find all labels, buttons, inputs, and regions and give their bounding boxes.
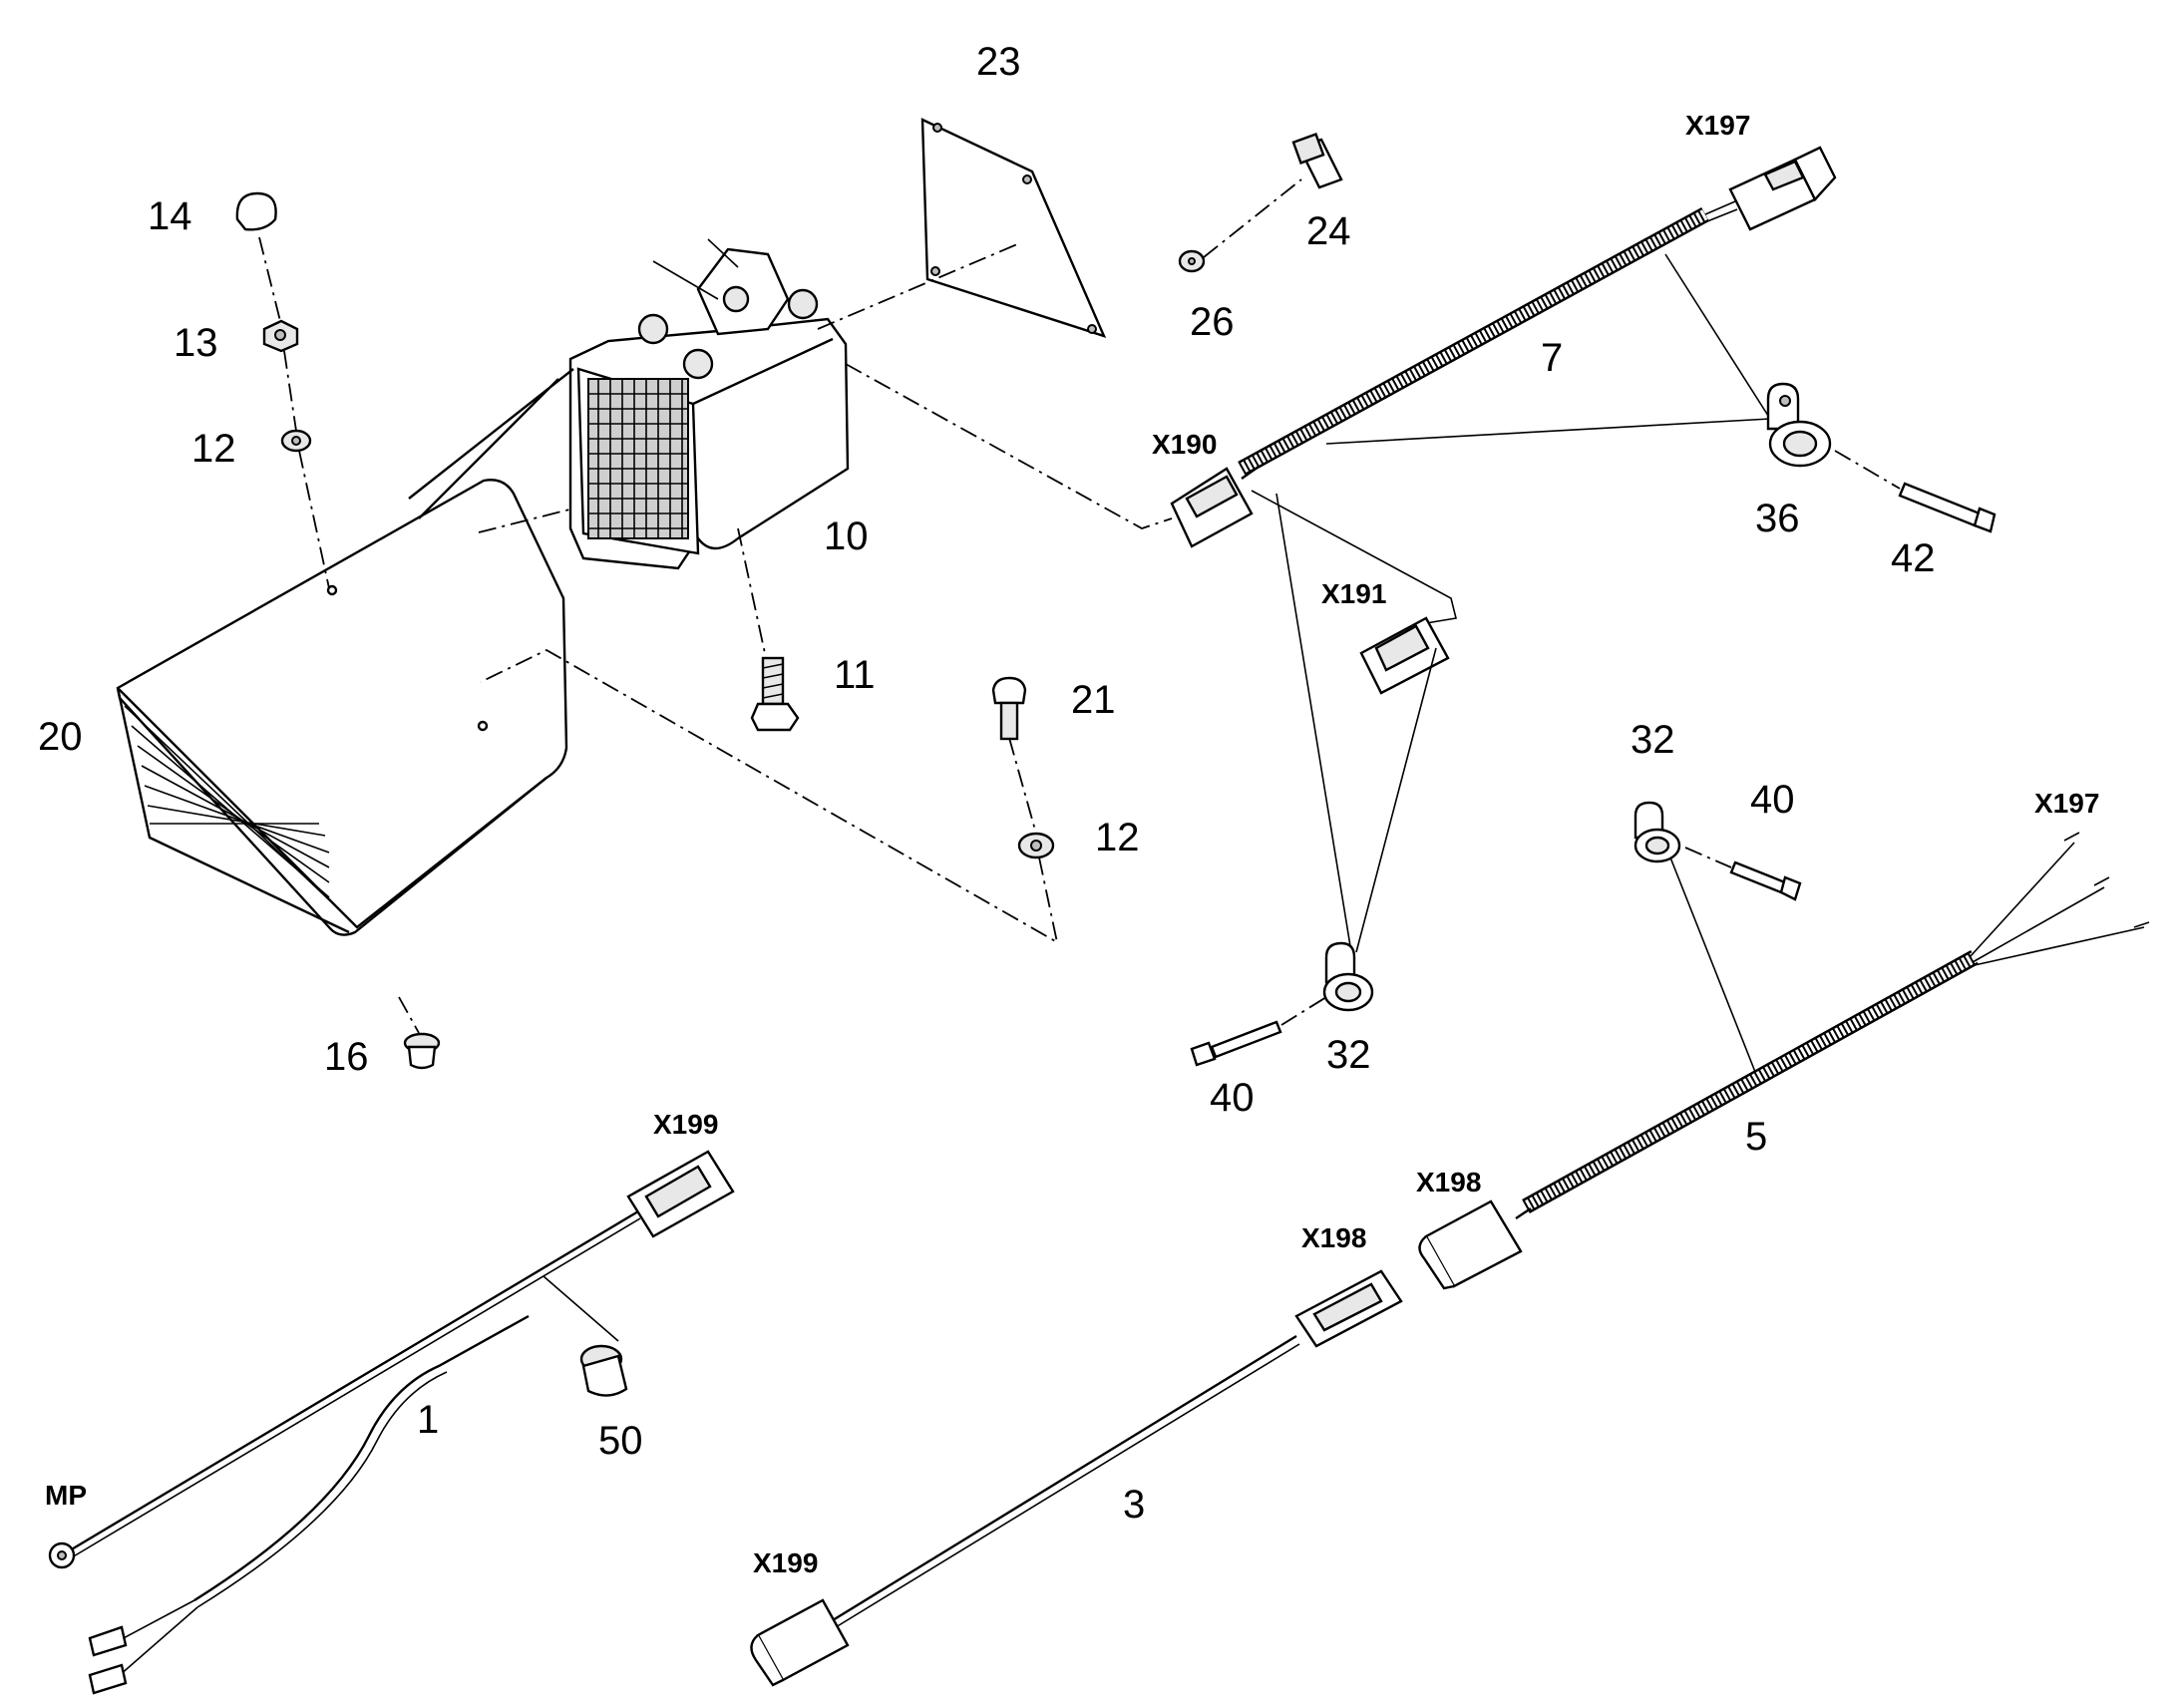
part-label-20: 20 — [38, 715, 83, 759]
connector-x198-harness5 — [1418, 1199, 1532, 1290]
part-label-12-top: 12 — [191, 427, 236, 471]
lock-washer-26 — [1178, 249, 1206, 273]
part-label-13: 13 — [174, 321, 218, 365]
connector-label-x199-top: X199 — [653, 1109, 718, 1140]
part-label-36: 36 — [1755, 497, 1800, 540]
connector-label-x197-right: X197 — [2034, 788, 2099, 819]
clamp-32-lower — [1322, 941, 1374, 1012]
part-label-12-bottom: 12 — [1095, 816, 1140, 859]
part-label-24: 24 — [1306, 209, 1351, 253]
cap-14 — [235, 191, 277, 231]
part-label-3: 3 — [1123, 1483, 1145, 1527]
harness-5 — [1418, 832, 2150, 1290]
bushing-16 — [403, 1032, 441, 1070]
nut-13 — [262, 319, 299, 353]
grommet-50 — [579, 1344, 628, 1397]
part-label-14: 14 — [148, 194, 192, 238]
part-label-32-upper: 32 — [1631, 718, 1675, 762]
harness-7 — [1170, 146, 1837, 953]
part-label-32-lower: 32 — [1326, 1033, 1371, 1077]
connector-label-x198-harness5: X198 — [1416, 1167, 1481, 1197]
bolt-11 — [750, 656, 800, 732]
part-label-21: 21 — [1071, 678, 1116, 722]
part-label-42: 42 — [1891, 536, 1936, 580]
backup-alarm-unit — [568, 238, 850, 570]
washer-12-top — [280, 429, 312, 453]
connector-labels: X197 X197 X190 X191 X199 X199 X198 X198 … — [45, 110, 2099, 1578]
assembly-dash-lines — [258, 178, 1302, 1034]
harness-3 — [750, 1269, 1403, 1687]
alarm-cover-housing — [116, 479, 568, 936]
part-number-labels: 1 3 5 7 10 11 12 12 13 14 16 20 21 23 24… — [38, 40, 1936, 1527]
screw-40-upper — [1684, 847, 1802, 901]
part-label-50: 50 — [598, 1419, 643, 1463]
connector-x197-top — [1728, 146, 1837, 231]
part-label-40-upper: 40 — [1750, 778, 1795, 822]
part-label-11: 11 — [834, 653, 876, 697]
part-label-40-lower: 40 — [1210, 1076, 1255, 1120]
connector-label-x197-top: X197 — [1685, 110, 1750, 141]
part-label-10: 10 — [824, 514, 869, 558]
connector-label-x191: X191 — [1321, 578, 1386, 609]
screw-21 — [991, 676, 1027, 741]
mounting-plate — [920, 118, 1107, 338]
part-label-23: 23 — [976, 40, 1021, 84]
connector-x190 — [1170, 466, 1260, 548]
harness-1 — [48, 1150, 735, 1695]
clamp-32-upper — [1634, 801, 1681, 863]
screw-40-lower — [1190, 996, 1327, 1067]
cover-vent-slats — [116, 687, 350, 934]
part-label-7: 7 — [1541, 336, 1563, 380]
screw-24 — [1291, 133, 1343, 189]
connector-x191 — [1359, 616, 1450, 695]
connector-x198-harness3 — [1294, 1269, 1403, 1348]
connector-label-x190: X190 — [1152, 429, 1217, 460]
washer-12-bottom — [1017, 832, 1055, 859]
alarm-speaker-grille — [587, 378, 689, 539]
clamp-36 — [1766, 382, 1832, 468]
part-label-26: 26 — [1190, 300, 1235, 344]
connector-label-mp: MP — [45, 1480, 87, 1511]
connector-x199-harness3 — [750, 1598, 850, 1687]
ring-terminal-mp — [48, 1541, 76, 1569]
part-label-1: 1 — [417, 1398, 439, 1442]
connector-label-x199-bottom: X199 — [753, 1547, 818, 1578]
part-label-16: 16 — [324, 1035, 369, 1079]
connector-label-x198-harness3: X198 — [1301, 1222, 1366, 1253]
connector-x199-harness1 — [626, 1150, 735, 1238]
bolt-42 — [1834, 450, 1997, 533]
part-label-5: 5 — [1745, 1115, 1767, 1159]
